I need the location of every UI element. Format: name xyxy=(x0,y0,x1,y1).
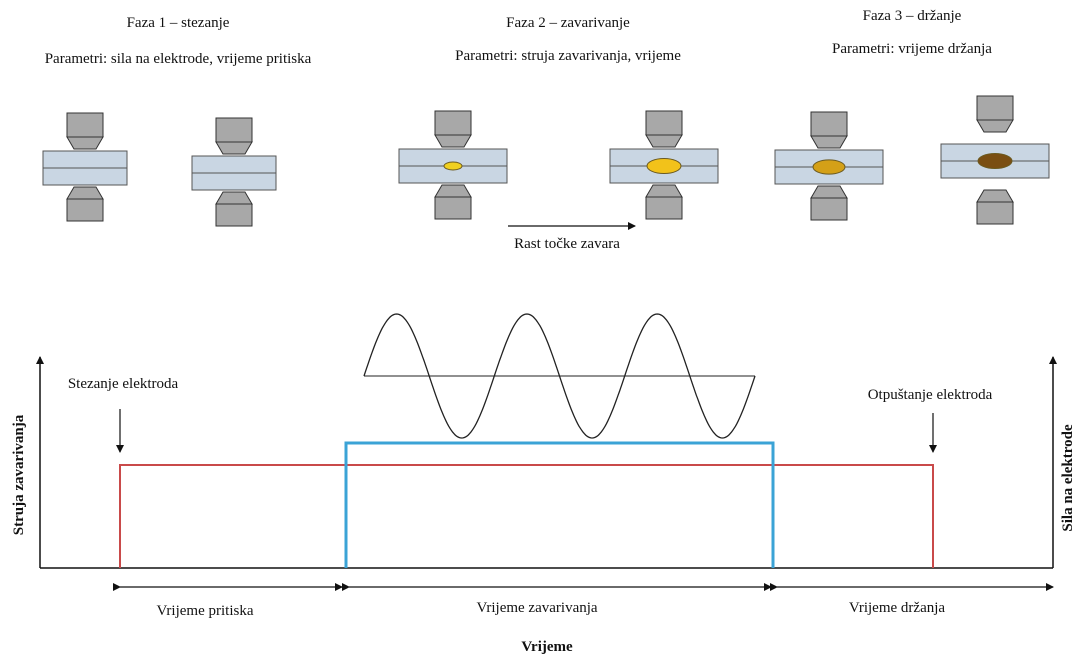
upper-electrode-tip xyxy=(434,134,472,148)
phase-1-params: Parametri: sila na elektrode, vrijeme pr… xyxy=(45,51,312,67)
welding-stage-5 xyxy=(774,111,884,221)
interval-holding-label: Vrijeme držanja xyxy=(849,600,945,616)
lower-electrode-tip xyxy=(66,186,104,200)
weld-nugget xyxy=(812,159,846,175)
phase-1-title: Faza 1 – stezanje xyxy=(127,15,230,31)
lower-electrode-body xyxy=(976,201,1014,225)
upper-plate xyxy=(191,155,277,174)
weld-nugget xyxy=(443,161,463,171)
welding-stage-1 xyxy=(42,112,128,222)
upper-electrode-body xyxy=(215,117,253,143)
lower-electrode-tip xyxy=(215,191,253,205)
phase-2-title: Faza 2 – zavarivanje xyxy=(506,15,630,31)
nugget-growth-label: Rast točke zavara xyxy=(514,236,620,252)
welding-stage-3 xyxy=(398,110,508,220)
release-annotation: Otpuštanje elektroda xyxy=(868,387,993,403)
lower-electrode-body xyxy=(645,196,683,220)
weld-nugget xyxy=(646,157,682,175)
phase-3-params: Parametri: vrijeme držanja xyxy=(832,41,992,57)
upper-electrode-tip xyxy=(810,135,848,149)
lower-electrode-body xyxy=(215,203,253,227)
right-axis-label: Sila na elektrode xyxy=(1060,424,1076,532)
upper-electrode-tip xyxy=(976,119,1014,133)
welding-stage-4 xyxy=(609,110,719,220)
upper-electrode-body xyxy=(645,110,683,136)
lower-electrode-tip xyxy=(645,184,683,198)
lower-plate xyxy=(42,167,128,186)
welding-stages xyxy=(42,95,1050,227)
bottom-axis-label: Vrijeme xyxy=(521,639,573,655)
lower-electrode-tip xyxy=(434,184,472,198)
ac-current-wave xyxy=(363,313,756,439)
upper-electrode-tip xyxy=(215,141,253,155)
weld-nugget xyxy=(977,152,1013,170)
phase-2-params: Parametri: struja zavarivanja, vrijeme xyxy=(455,48,681,64)
left-axis-label: Struja zavarivanja xyxy=(11,414,27,535)
upper-electrode-body xyxy=(976,95,1014,121)
welding-stage-6 xyxy=(940,95,1050,225)
welding-current-line xyxy=(344,441,775,568)
upper-plate xyxy=(42,150,128,169)
interval-pressure-label: Vrijeme pritiska xyxy=(157,603,254,619)
lower-electrode-body xyxy=(434,196,472,220)
lower-electrode-body xyxy=(810,197,848,221)
electrode-force-line xyxy=(119,464,934,568)
upper-electrode-tip xyxy=(645,134,683,148)
clamp-annotation: Stezanje elektroda xyxy=(68,376,179,392)
lower-electrode-tip xyxy=(810,185,848,199)
upper-electrode-body xyxy=(66,112,104,138)
lower-electrode-body xyxy=(66,198,104,222)
interval-welding-label: Vrijeme zavarivanja xyxy=(476,600,597,616)
upper-electrode-body xyxy=(434,110,472,136)
upper-electrode-body xyxy=(810,111,848,137)
phase-3-title: Faza 3 – držanje xyxy=(863,8,962,24)
upper-electrode-tip xyxy=(66,136,104,150)
welding-stage-2 xyxy=(191,117,277,227)
lower-plate xyxy=(191,172,277,191)
lower-electrode-tip xyxy=(976,189,1014,203)
